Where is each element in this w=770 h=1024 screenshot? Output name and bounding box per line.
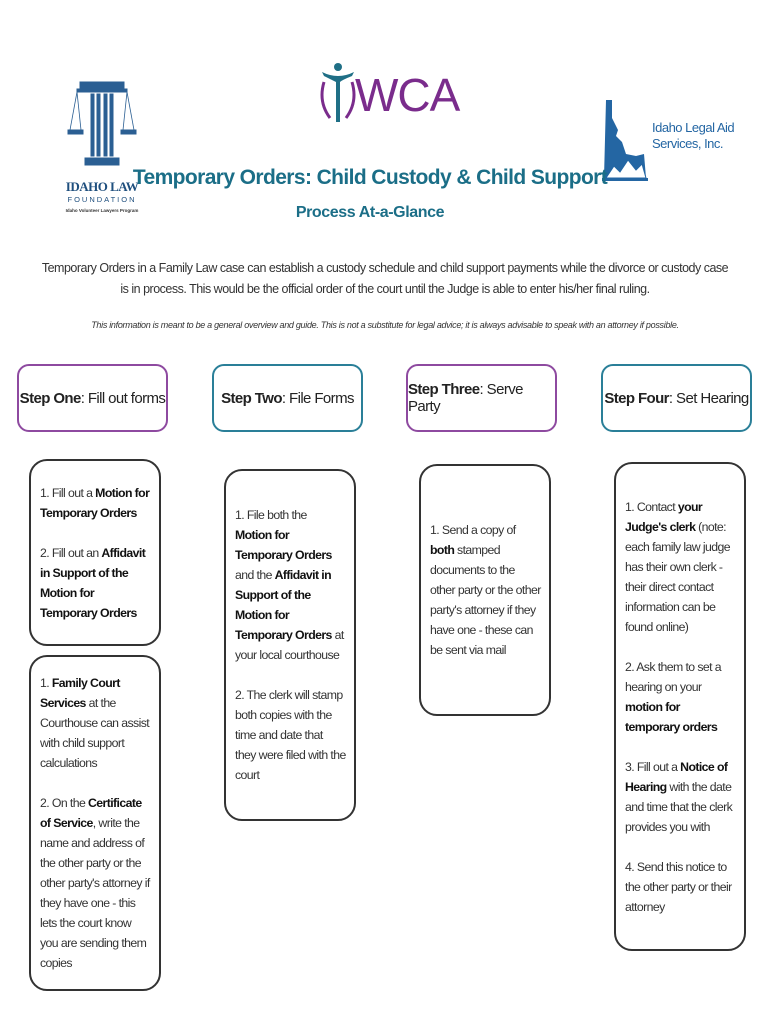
step-one-header: Step One: Fill out forms	[17, 364, 168, 432]
instruction-text: (note: each family law judge has their o…	[625, 519, 731, 634]
instruction-paragraph: 2. On the Certificate of Service, write …	[40, 793, 151, 973]
scales-pillar-icon	[67, 81, 137, 166]
step-one-services-box: 1. Family Court Services at the Courthou…	[29, 655, 161, 991]
step-two-box: 1. File both the Motion for Temporary Or…	[224, 469, 356, 821]
instruction-paragraph: 2. Fill out an Affidavit in Support of t…	[40, 543, 151, 623]
instruction-text: stamped documents to the other party or …	[430, 543, 541, 657]
figure-icon	[320, 63, 356, 122]
instruction-paragraph: 2. Ask them to set a hearing on your mot…	[625, 657, 736, 737]
instruction-text: 2. Fill out an	[40, 545, 102, 560]
wca-logo: WCA	[318, 62, 460, 124]
disclaimer-text: This information is meant to be a genera…	[91, 320, 679, 330]
ilas-name: Idaho Legal Aid Services, Inc.	[652, 120, 735, 152]
instruction-paragraph: 1. Fill out a Motion for Temporary Order…	[40, 483, 151, 523]
step-description: : Serve Party	[408, 381, 523, 415]
instruction-text: 1. Send a copy of	[430, 523, 516, 537]
ilf-name: IDAHO LAW	[65, 179, 139, 194]
instruction-text: at the Courthouse can assist with child …	[40, 696, 150, 770]
step-four-box: 1. Contact your Judge's clerk (note: eac…	[614, 462, 746, 951]
emphasized-text: Certificate of Service	[40, 796, 142, 830]
page-title: Temporary Orders: Child Custody & Child …	[132, 166, 608, 189]
instruction-paragraph: 3. Fill out a Notice of Hearing with the…	[625, 757, 736, 837]
emphasized-text: motion for temporary orders	[625, 699, 718, 734]
idaho-map-icon	[602, 100, 648, 181]
instruction-text: 1. Fill out a	[40, 485, 96, 500]
step-label: Step One	[19, 389, 82, 407]
emphasized-text: Motion for Temporary Orders	[40, 485, 150, 520]
instruction-paragraph: 4. Send this notice to the other party o…	[625, 857, 736, 917]
instruction-text: with the date and time that the clerk pr…	[625, 779, 733, 834]
page-subtitle: Process At-a-Glance	[295, 204, 445, 221]
instruction-paragraph: 1. Family Court Services at the Courthou…	[40, 673, 151, 773]
emphasized-text: both	[430, 543, 455, 557]
instruction-text: 3. Fill out a	[625, 759, 681, 774]
instruction-text: at your local courthouse	[235, 628, 344, 662]
instruction-paragraph: 2. The clerk will stamp both copies with…	[235, 685, 346, 785]
emphasized-text: Affidavit in Support of the Motion for T…	[40, 545, 146, 620]
step-one-forms-box: 1. Fill out a Motion for Temporary Order…	[29, 459, 161, 646]
step-label: Step Two	[221, 389, 282, 407]
ilas-line2: Services, Inc.	[652, 136, 724, 151]
step-four-header: Step Four: Set Hearing	[601, 364, 752, 432]
emphasized-text: your Judge's clerk	[625, 499, 703, 534]
step-description: : Set Hearing	[668, 389, 749, 407]
instruction-text: and the	[235, 568, 275, 582]
instruction-text: 2. On the	[40, 796, 89, 810]
ilf-foundation: FOUNDATION	[67, 195, 137, 204]
step-description: : Fill out forms	[80, 389, 166, 407]
instruction-paragraph: 1. Send a copy of both stamped documents…	[430, 520, 541, 660]
idaho-legal-aid-logo: Idaho Legal Aid Services, Inc.	[600, 98, 770, 184]
instruction-text: 1. Contact	[625, 499, 678, 514]
emphasized-text: Motion for Temporary Orders	[235, 528, 332, 562]
instruction-text: , write the name and address of the othe…	[40, 816, 150, 970]
step-label: Step Three	[408, 381, 480, 398]
intro-text: Temporary Orders in a Family Law case ca…	[41, 261, 729, 296]
emphasized-text: Notice of Hearing	[625, 759, 728, 794]
step-label: Step Four	[604, 389, 669, 407]
wca-text: WCA	[355, 69, 460, 121]
instruction-text: 2. The clerk will stamp both copies with…	[235, 688, 346, 782]
step-three-header: Step Three: Serve Party	[406, 364, 557, 432]
instruction-text: 4. Send this notice to the other party o…	[625, 859, 732, 914]
instruction-paragraph: 1. File both the Motion for Temporary Or…	[235, 505, 346, 665]
step-description: : File Forms	[281, 389, 355, 407]
emphasized-text: Affidavit in Support of the Motion for T…	[235, 568, 332, 642]
ilas-line1: Idaho Legal Aid	[652, 120, 735, 135]
idaho-law-foundation-logo: IDAHO LAW FOUNDATION Idaho Volunteer Law…	[62, 80, 142, 213]
step-two-header: Step Two: File Forms	[212, 364, 363, 432]
instruction-text: 1.	[40, 676, 52, 690]
instruction-text: 2. Ask them to set a hearing on your	[625, 659, 722, 694]
emphasized-text: Family Court Services	[40, 676, 120, 710]
instruction-paragraph: 1. Contact your Judge's clerk (note: eac…	[625, 497, 736, 637]
step-three-box: 1. Send a copy of both stamped documents…	[419, 464, 551, 716]
ilf-program: Idaho Volunteer Lawyers Program	[65, 208, 139, 213]
instruction-text: 1. File both the	[235, 508, 307, 522]
